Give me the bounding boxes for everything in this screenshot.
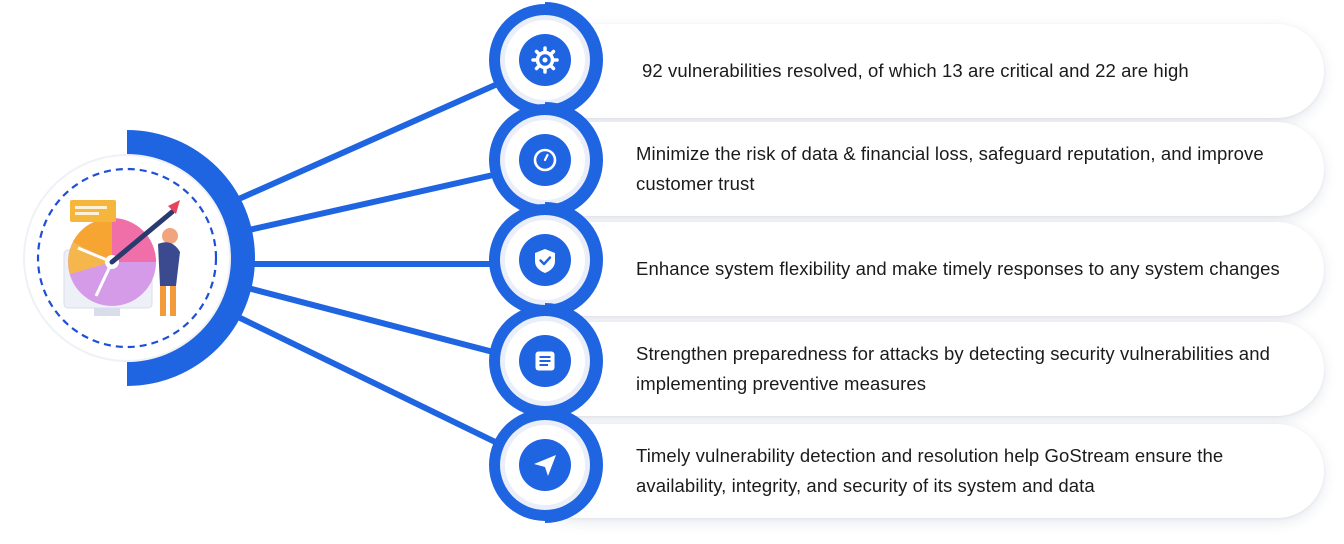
benefit-card: 92 vulnerabilities resolved, of which 13… <box>530 24 1324 118</box>
benefit-text: Minimize the risk of data & financial lo… <box>636 143 1264 194</box>
hub-node <box>23 130 255 386</box>
benefit-text: Timely vulnerability detection and resol… <box>636 445 1224 496</box>
connector-line-4 <box>237 283 523 362</box>
security-analytics-illustration <box>63 200 180 316</box>
benefit-card: Timely vulnerability detection and resol… <box>530 424 1324 518</box>
benefit-card: Minimize the risk of data & financial lo… <box>530 122 1324 216</box>
hub-dashed-ring <box>36 167 218 349</box>
connector-line-2 <box>237 166 523 235</box>
benefit-card: Strengthen preparedness for attacks by d… <box>530 322 1324 416</box>
connector-line-5 <box>229 311 523 457</box>
benefit-text: Enhance system flexibility and make time… <box>636 258 1280 279</box>
connector-line-1 <box>229 71 523 205</box>
benefit-card: Enhance system flexibility and make time… <box>530 222 1324 316</box>
benefit-text: 92 vulnerabilities resolved, of which 13… <box>642 60 1189 81</box>
connector-lines <box>229 71 523 457</box>
benefit-text: Strengthen preparedness for attacks by d… <box>636 343 1270 394</box>
